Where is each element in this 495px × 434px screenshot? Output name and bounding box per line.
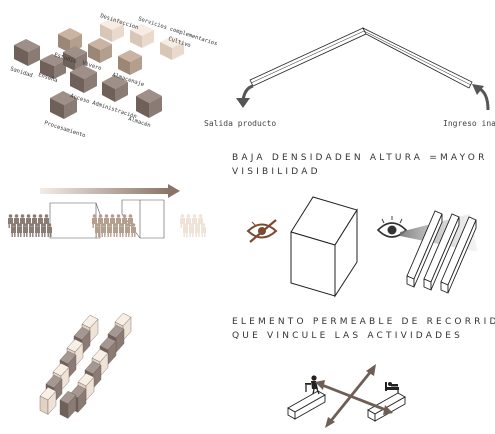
function-cube (88, 38, 112, 63)
gradient-arrow-bar (40, 188, 170, 194)
bar-element (406, 210, 443, 288)
function-label: Vivero (81, 60, 102, 72)
person-figure (32, 214, 37, 228)
function-label: Enseña (37, 72, 58, 84)
person-figure (11, 223, 16, 237)
function-label: Sanidad (9, 66, 33, 79)
person-figure (17, 223, 22, 237)
person-figure (104, 214, 109, 228)
function-cube (102, 75, 128, 102)
person-figure (186, 214, 191, 228)
person-figure (122, 214, 127, 228)
person-figure (26, 214, 31, 228)
crowd-dark (8, 214, 52, 237)
bar-element (423, 213, 460, 291)
person-figure (128, 214, 133, 228)
person-figure (198, 214, 203, 228)
permeable-heading-line2: QUE VINCULE LAS ACTIVIDADES (232, 331, 463, 341)
left-bench (287, 390, 326, 420)
function-cube (70, 65, 97, 93)
person-figure (119, 223, 124, 237)
function-cube (50, 91, 77, 119)
function-cube (118, 50, 142, 75)
eye-crossed-icon (246, 219, 278, 243)
staggered-cubes (39, 312, 132, 419)
function-cube (136, 89, 162, 118)
entry-label: Ingreso ina (443, 119, 495, 128)
bar-element (440, 216, 477, 294)
person-figure (131, 223, 136, 237)
person-figure (29, 223, 34, 237)
function-label: Procesamiento (43, 120, 86, 139)
person-figure (110, 214, 115, 228)
person-figure (183, 223, 188, 237)
stacked-cube (59, 390, 77, 419)
roof-diagram: Salida producto Ingreso ina (204, 27, 495, 128)
person-figure (47, 223, 52, 237)
function-cube (100, 18, 124, 42)
person-figure (92, 214, 97, 228)
person-figure (189, 223, 194, 237)
exit-arrow-icon (241, 84, 254, 101)
stacked-cube (39, 386, 57, 415)
density-diagram (8, 184, 206, 239)
function-cube (160, 36, 184, 60)
person-figure (38, 214, 43, 228)
function-cube (63, 46, 87, 71)
gradient-arrow-head (168, 184, 180, 198)
person-figure (107, 223, 112, 237)
person-figure (180, 214, 185, 228)
person-figure (116, 214, 121, 228)
permeable-heading-line1: ELEMENTO PERMEABLE DE RECORRID (232, 317, 495, 327)
exit-label: Salida producto (204, 119, 276, 128)
tall-block (290, 196, 358, 298)
right-bench (367, 392, 406, 422)
person-figure (8, 214, 13, 228)
person-figure (35, 223, 40, 237)
function-label: Acceso (69, 93, 90, 105)
person-figure (195, 223, 200, 237)
person-figure (44, 214, 49, 228)
person-figure (98, 214, 103, 228)
person-figure (14, 214, 19, 228)
person-figure (41, 223, 46, 237)
person-figure (23, 223, 28, 237)
bar-elements (406, 210, 477, 294)
person-figure (125, 223, 130, 237)
crowd-mid (92, 214, 136, 237)
person-figure (95, 223, 100, 237)
eye-icon (376, 216, 408, 238)
person-figure (201, 223, 206, 237)
person-resting-icon (385, 382, 399, 393)
person-figure (113, 223, 118, 237)
person-figure (101, 223, 106, 237)
person-figure (20, 214, 25, 228)
function-cube (130, 24, 154, 48)
double-arrow-icon (315, 364, 393, 428)
density-heading-line2: VISIBILIDAD (232, 167, 321, 177)
function-cube (14, 39, 40, 66)
density-heading-line1: BAJA DENSIDADEN ALTURA =MAYOR (232, 153, 488, 163)
crowd-light (180, 214, 206, 237)
person-figure (192, 214, 197, 228)
functions-diagram: Desinfeccion Servicios complementarios C… (9, 13, 218, 139)
